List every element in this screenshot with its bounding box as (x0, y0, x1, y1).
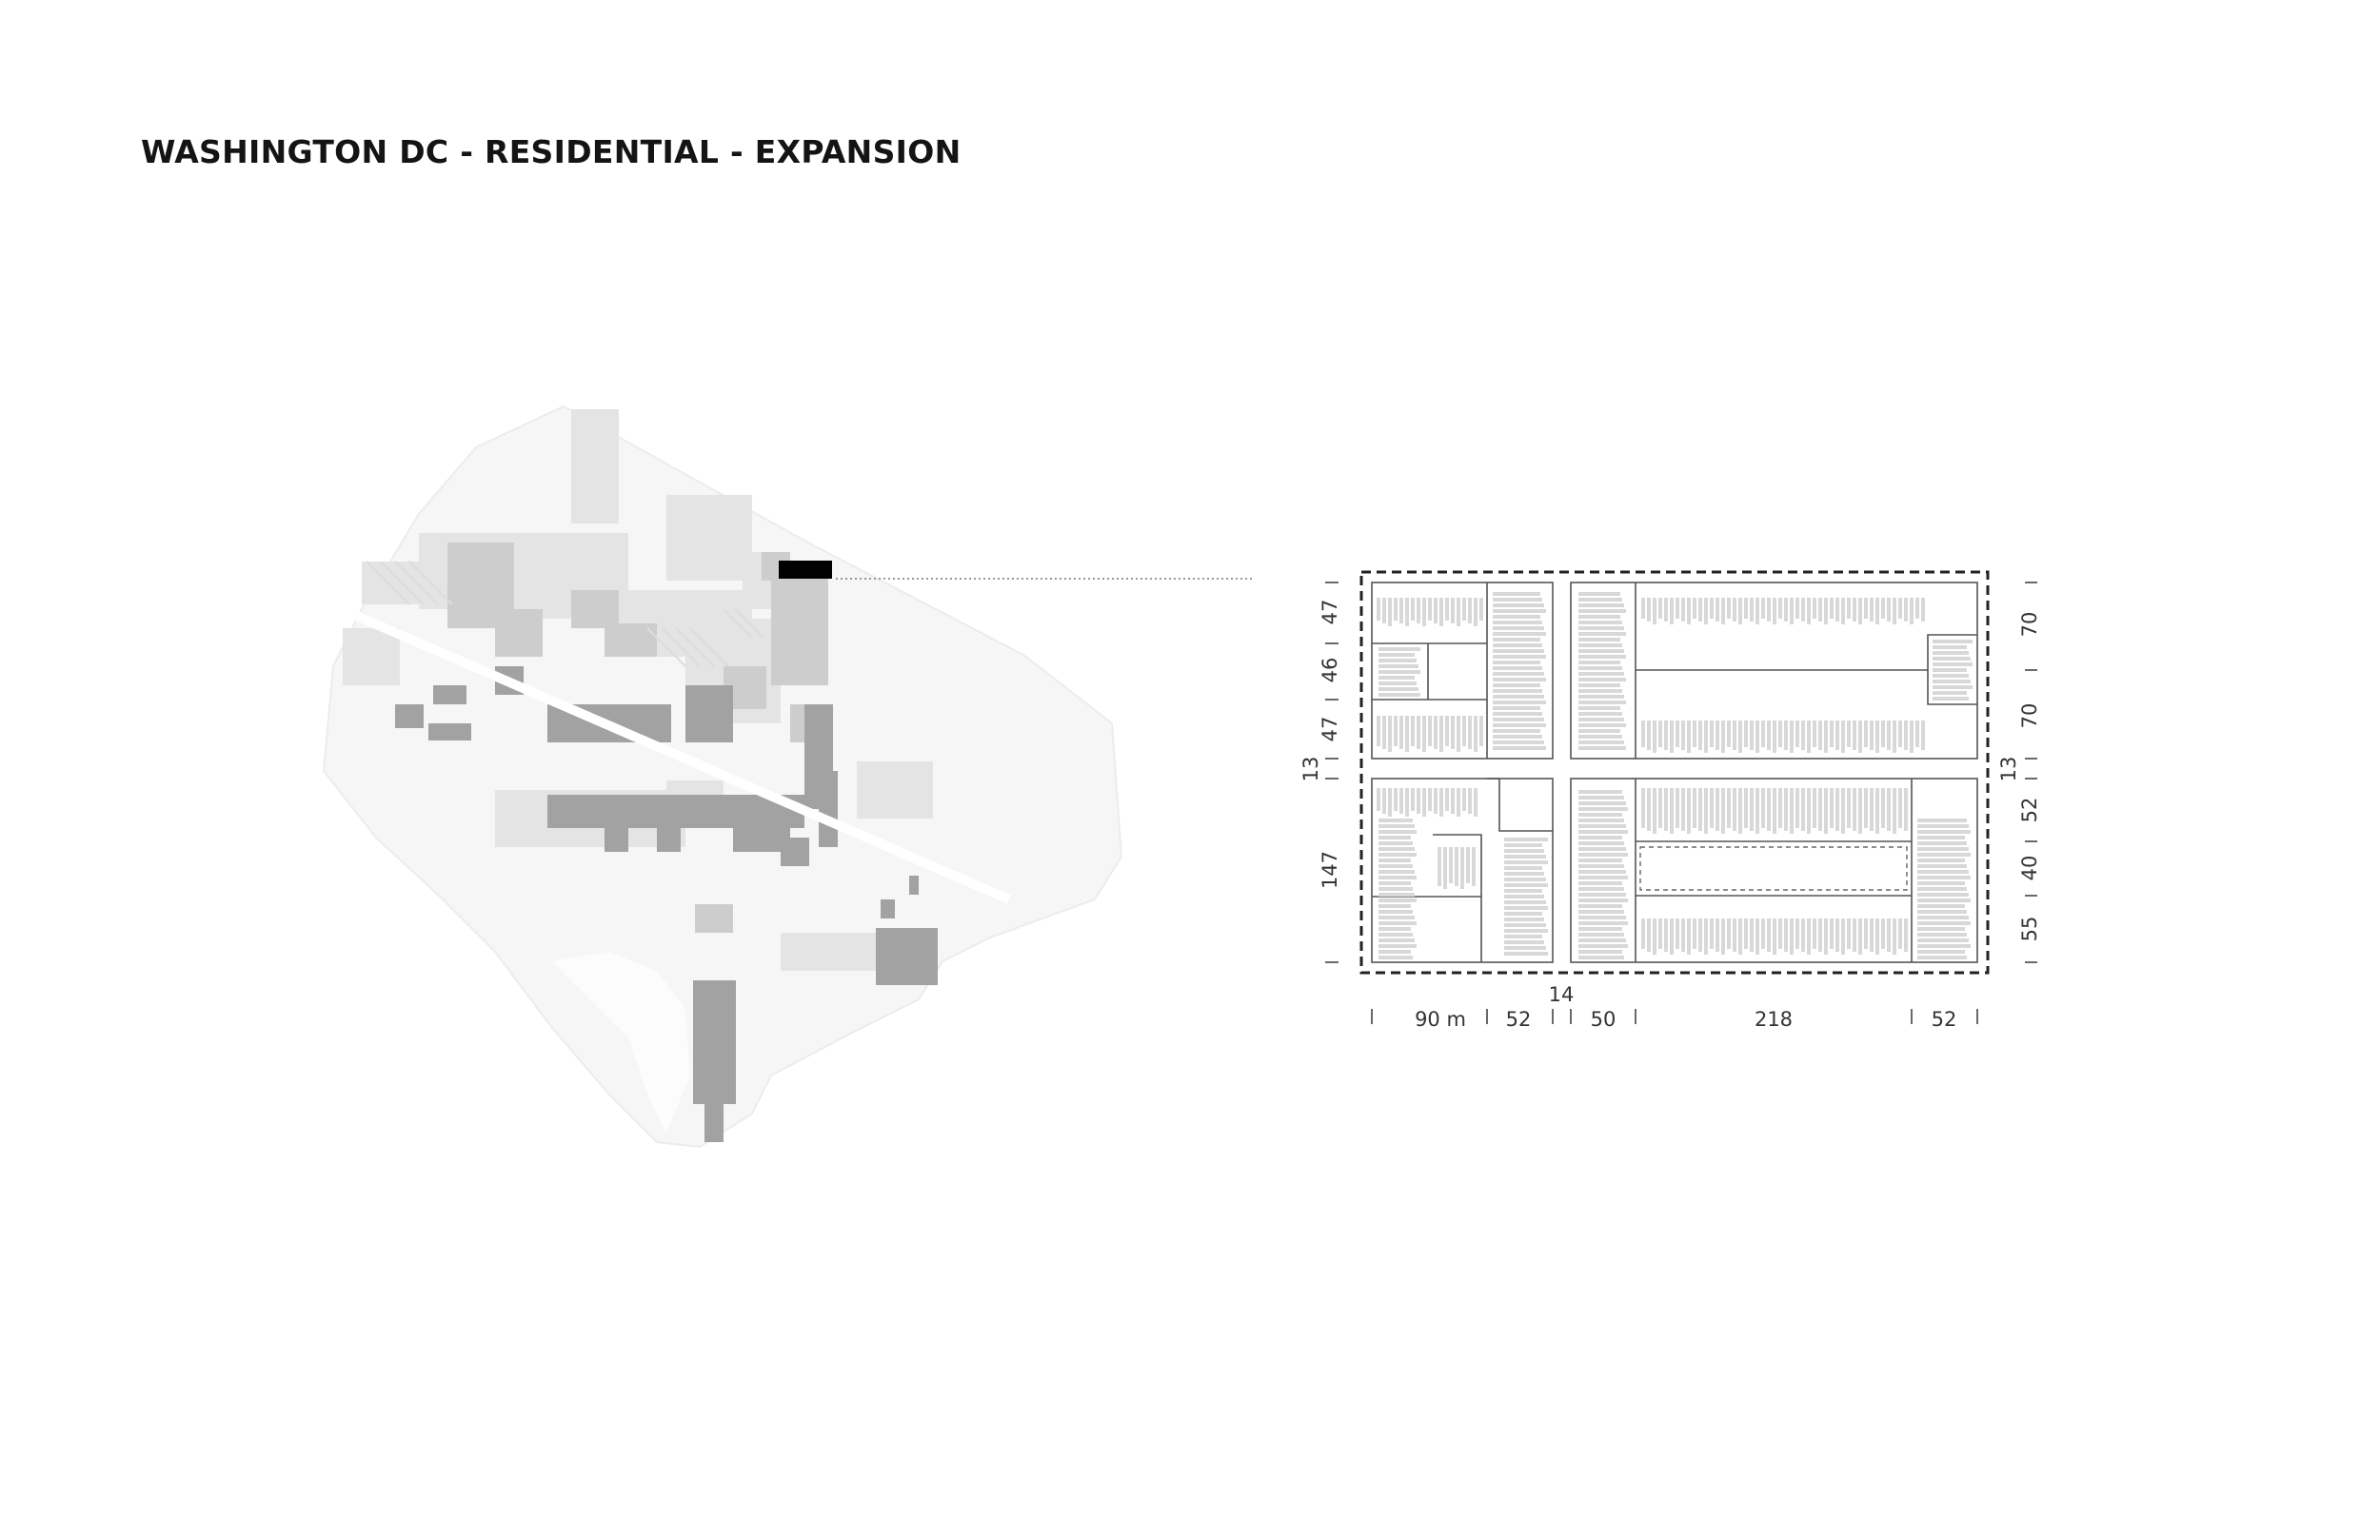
dc-map (322, 405, 1255, 1149)
page-title: WASHINGTON DC - RESIDENTIAL - EXPANSION (141, 133, 962, 170)
dim-right-bottom-3: 55 (2018, 917, 2041, 942)
dim-left-street: 13 (1299, 757, 1322, 782)
dim-right-top-2: 70 (2018, 703, 2041, 729)
dim-bottom-5: 52 (1932, 1008, 1957, 1031)
dimension-ticks (1325, 582, 2037, 1024)
block-top-left (1371, 582, 1554, 760)
highlighted-block (779, 561, 832, 579)
block-bottom-left (1371, 778, 1554, 963)
dim-right-bottom-2: 40 (2018, 856, 2041, 881)
plan-boundary (1359, 570, 1990, 975)
dim-bottom-1: 90 m (1415, 1008, 1466, 1031)
dim-left-bottom: 147 (1319, 851, 1341, 889)
dim-vertical-street: 14 (1549, 983, 1575, 1006)
inner-dashed-lot (1639, 846, 1908, 891)
dim-bottom-4: 218 (1755, 1008, 1793, 1031)
dim-left-top-3: 47 (1319, 717, 1341, 742)
dim-right-street: 13 (1997, 757, 2020, 782)
block-plan: 47 46 47 13 147 70 70 13 52 40 55 14 90 … (1299, 570, 2041, 1031)
block-bottom-right (1570, 778, 1978, 963)
dim-right-top-1: 70 (2018, 612, 2041, 638)
building-texture (1377, 592, 1973, 959)
dim-bottom-3: 50 (1591, 1008, 1616, 1031)
river (552, 952, 690, 1133)
block-top-right (1570, 582, 1978, 760)
dim-left-top-1: 47 (1319, 600, 1341, 625)
diagonal-avenue (350, 609, 1011, 904)
dim-bottom-2: 52 (1506, 1008, 1532, 1031)
dim-left-top-2: 46 (1319, 658, 1341, 683)
dim-right-bottom-1: 52 (2018, 798, 2041, 823)
hatched-zones (366, 561, 764, 667)
